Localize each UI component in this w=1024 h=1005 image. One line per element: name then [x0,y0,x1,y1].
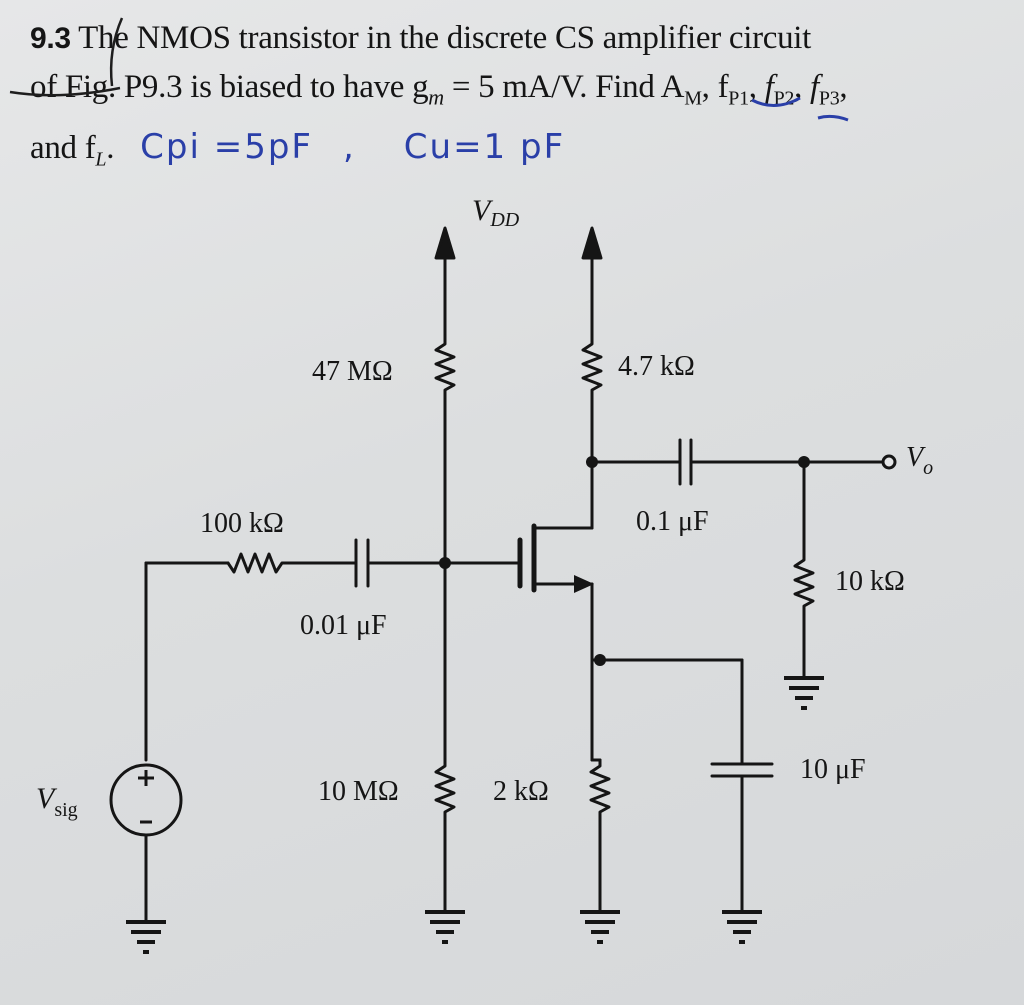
fp-comma-1: , f [748,69,774,105]
r-gate-top-label: 47 MΩ [312,356,393,387]
resistor-10k-load [793,550,815,618]
vo-label: Vo [906,442,933,479]
problem-text-1: The NMOS transistor in the discrete CS a… [78,20,812,56]
problem-line-1: 9.3 The NMOS transistor in the discrete … [30,14,990,63]
fp1-subscript: P1 [728,87,749,110]
r-gate-bot-label: 10 MΩ [318,776,399,807]
fp-comma-3: , [839,69,848,105]
am-subscript: M [684,87,702,110]
vdd-arrow-left [434,226,456,260]
resistor-47m [434,334,456,402]
c-source-label: 10 μF [800,754,866,785]
fl-subscript: L [95,148,107,171]
resistor-100k [226,552,292,574]
r-sig-label: 100 kΩ [200,508,284,539]
vsig-label: Vsig [36,782,78,821]
junction-output [798,456,810,468]
ground-icon [126,920,166,954]
r-load-label: 10 kΩ [835,566,905,597]
mosfet-source-arrow [574,575,594,593]
problem-text-2c: , f [701,69,729,105]
ground-icon [784,676,824,710]
fp-comma-2: , f [794,69,819,105]
note-cu: Cu=1 pF [403,126,566,167]
resistor-4k7 [581,334,603,402]
vdd-arrow-right [581,226,603,260]
problem-text-2a: of Fig. P9.3 is biased to have g [30,69,429,105]
junction-gate [439,557,451,569]
fp3-subscript: P3 [818,87,840,110]
junction-dots [439,456,810,666]
note-cpi: Cpi =5pF [140,126,313,167]
problem-statement: 9.3 The NMOS transistor in the discrete … [30,14,990,183]
r-drain-label: 4.7 kΩ [618,351,695,382]
junction-drain [586,456,598,468]
handwritten-marks [9,17,849,122]
resistor-2k [589,758,611,824]
ground-icon [722,910,762,944]
problem-line-3: and fL. Cpi =5pF, Cu=1 pF [30,123,990,184]
resistor-10m [434,758,456,824]
vo-terminal [881,454,897,470]
problem-number: 9.3 [30,22,71,55]
ground-symbols [126,676,824,954]
c-in-label: 0.01 μF [300,610,387,641]
problem-line-2: of Fig. P9.3 is biased to have gm = 5 mA… [30,63,990,123]
r-source-label: 2 kΩ [493,776,549,807]
gm-subscript: m [428,84,444,110]
handwritten-note: Cpi =5pF, Cu=1 pF [140,127,565,167]
c-out-label: 0.1 μF [636,506,709,537]
problem-text-2b: = 5 mA/V. Find A [443,69,685,105]
ground-icon [580,910,620,944]
junction-source [594,654,606,666]
vdd-label: VDD [472,194,520,231]
ground-icon [425,910,465,944]
problem-text-3: and f [30,129,96,166]
problem-text-3-end: . [106,129,115,166]
vsig-polarity [138,770,154,824]
note-separator: , [342,126,356,167]
